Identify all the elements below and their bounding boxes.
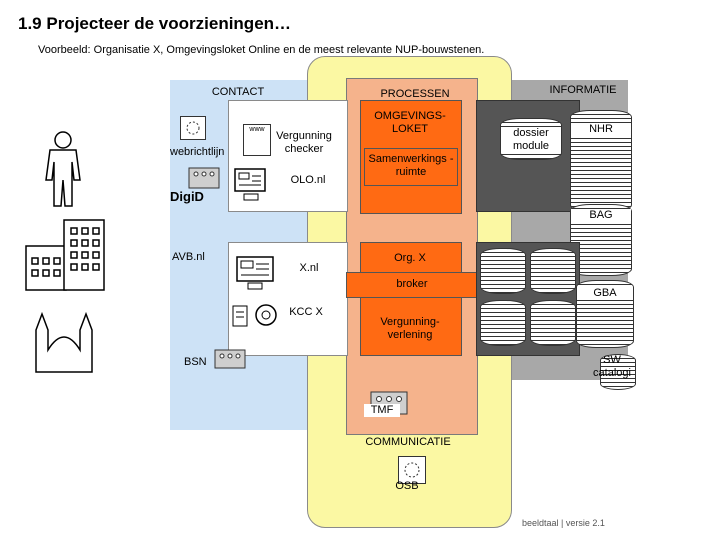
kcc-label: KCC X	[289, 306, 323, 318]
olo-label: OLO.nl	[290, 174, 326, 186]
vergunningverlening-label: Vergunning-verlening	[380, 316, 440, 341]
org-x-label: Org. X	[394, 252, 426, 264]
x-nl-label: X.nl	[299, 262, 319, 274]
bsn-label: BSN	[184, 356, 207, 368]
vergunning-checker-label: Vergunning checker	[276, 130, 332, 155]
database-icon	[480, 300, 526, 346]
bag-label: BAG	[571, 209, 631, 222]
osb-label: OSB	[395, 480, 419, 492]
gba-label: GBA	[577, 287, 633, 300]
avb-label: AVB.nl	[172, 251, 205, 263]
nhr-database-icon: NHR	[570, 110, 632, 212]
www-label: www	[249, 126, 265, 133]
footer-version: beeldtaal | versie 2.1	[522, 518, 605, 528]
communication-zone-label: COMMUNICATIE	[365, 436, 451, 448]
bag-database-icon: BAG	[570, 204, 632, 276]
olo-portal-box	[228, 100, 348, 212]
church-icon	[35, 311, 93, 373]
digid-block-icon	[188, 167, 220, 189]
sw-catalogi-label: SW catalogi	[593, 354, 631, 379]
digid-logo: DigiD	[170, 189, 204, 204]
webrichtlijn-label: webrichtlijn	[170, 146, 225, 158]
bsn-block-icon	[214, 349, 246, 369]
dossier-module-label: dossier module	[501, 127, 561, 153]
building-icon	[25, 219, 105, 291]
database-icon	[530, 248, 576, 294]
database-icon	[480, 248, 526, 294]
contact-zone-label: CONTACT	[211, 86, 265, 98]
gba-database-icon: GBA	[576, 280, 634, 348]
sw-catalogi-database-icon	[600, 354, 636, 390]
broker-label: broker	[396, 278, 428, 290]
phone-desk-icon	[232, 304, 277, 327]
database-icon	[530, 300, 576, 346]
information-zone-label: INFORMATIE	[549, 84, 617, 96]
tmf-label: TMF	[364, 404, 400, 417]
computer-icon	[236, 256, 274, 290]
person-icon	[45, 131, 81, 207]
computer-icon	[234, 168, 266, 201]
www-document-icon: www	[243, 124, 271, 156]
samenwerkingsruimte-box: Samenwerkings -ruimte	[364, 148, 458, 186]
broker-bar: broker	[346, 272, 478, 298]
samenwerkingsruimte-label: Samenwerkings -ruimte	[368, 153, 454, 178]
organisation-x-process-box	[360, 242, 462, 356]
webrichtlijn-icon	[180, 116, 206, 140]
process-zone-label: PROCESSEN	[380, 88, 450, 100]
dossier-module-database-icon: dossier module	[500, 118, 562, 160]
omgevingsloket-label: OMGEVINGS-LOKET	[374, 110, 446, 135]
page-title: 1.9 Projecteer de voorzieningen…	[18, 14, 292, 33]
nhr-label: NHR	[571, 123, 631, 136]
page-subtitle: Voorbeeld: Organisatie X, Omgevingsloket…	[38, 44, 485, 56]
osb-icon	[398, 456, 426, 484]
